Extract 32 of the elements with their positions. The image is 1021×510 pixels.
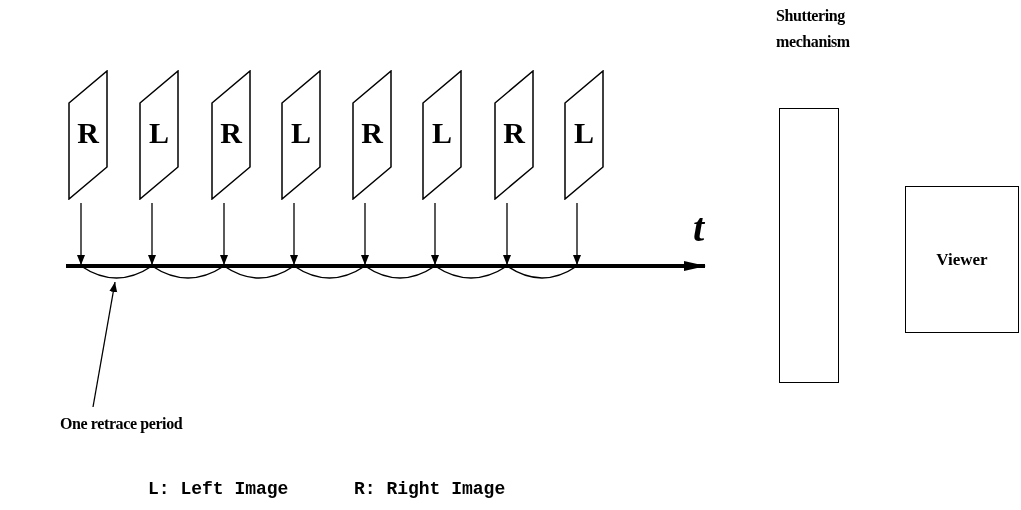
image-frame bbox=[211, 70, 251, 200]
image-frame bbox=[139, 70, 179, 200]
viewer-label: Viewer bbox=[936, 248, 988, 271]
frame-letter: L bbox=[290, 118, 312, 148]
annotation-text: One retrace period bbox=[60, 412, 183, 436]
viewer-box bbox=[905, 186, 1019, 333]
arrow bbox=[431, 202, 439, 266]
frame-letter: L bbox=[431, 118, 453, 148]
arrow bbox=[503, 202, 511, 266]
key-text: L: Left Image bbox=[148, 480, 289, 498]
frame-letter: R bbox=[502, 118, 527, 148]
image-frame bbox=[422, 70, 462, 200]
arrow bbox=[220, 202, 228, 266]
frame-letter: L bbox=[573, 118, 595, 148]
leader-arrow bbox=[92, 281, 118, 408]
image-frame bbox=[352, 70, 392, 200]
frame-letter: L bbox=[148, 118, 170, 148]
image-frame bbox=[564, 70, 604, 200]
frame-letter: R bbox=[219, 118, 244, 148]
arrow bbox=[77, 202, 85, 266]
frame-letter: R bbox=[76, 118, 101, 148]
frame-letter: R bbox=[360, 118, 385, 148]
arrow bbox=[148, 202, 156, 266]
axis-label: t bbox=[693, 208, 705, 248]
image-frame bbox=[494, 70, 534, 200]
arrow bbox=[361, 202, 369, 266]
image-frame bbox=[281, 70, 321, 200]
shutter-heading: Shuttering mechanism bbox=[776, 6, 851, 52]
arrow bbox=[290, 202, 298, 266]
arrow bbox=[573, 202, 581, 266]
image-frame bbox=[68, 70, 108, 200]
key-text: R: Right Image bbox=[354, 480, 506, 498]
